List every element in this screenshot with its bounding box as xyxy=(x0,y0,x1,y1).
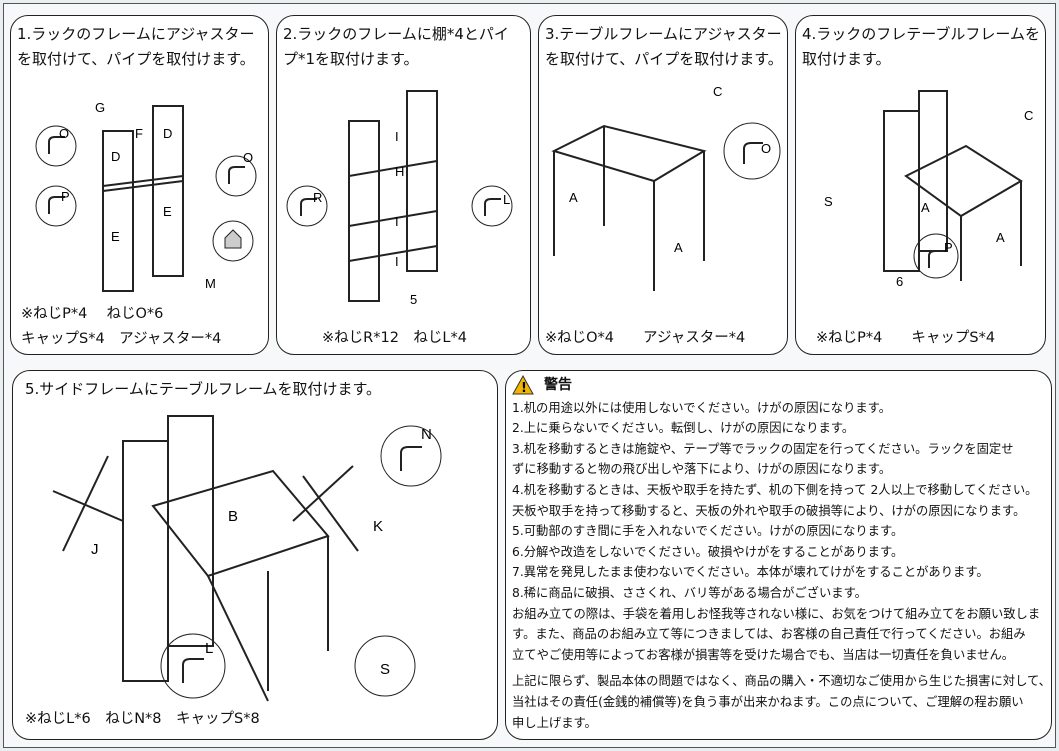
rack-shelves-diagram: I H I I R L 5 xyxy=(286,90,513,307)
warning-item: ずに移動すると物の飛び出しや落下により、けがの原因になります。 xyxy=(512,462,892,477)
rack-table-diagram: C S A A P 6 xyxy=(824,90,1033,289)
label-p: P xyxy=(944,240,953,255)
label-g: G xyxy=(95,100,105,115)
warning-item: 6.分解や改造をしないでください。破損やけがをすることがあります。 xyxy=(512,544,904,559)
warning-item: お組み立ての際は、手袋を着用しお怪我等されない様に、お気をつけて組み立てをお願い… xyxy=(512,606,1041,621)
label-i: I xyxy=(395,129,399,144)
label-o: O xyxy=(59,126,69,141)
label-c: C xyxy=(1024,108,1033,123)
step-2-title: 2.ラックのフレームに棚*4とパイプ*1を取付けます。 xyxy=(283,25,509,68)
parts-line: ※ねじR*12 ねじL*4 xyxy=(322,330,467,346)
label-e: E xyxy=(163,204,172,219)
label-d: D xyxy=(111,149,120,164)
rack-frame-diagram: G F D D E E O P O M xyxy=(35,100,257,292)
step-5-parts: ※ねじL*6 ねじN*8 キャップS*8 xyxy=(25,707,260,732)
label-i: I xyxy=(395,214,399,229)
label-o: O xyxy=(761,141,771,156)
label-a: A xyxy=(674,240,683,255)
warning-item: 8.稀に商品に破損、ささくれ、バリ等がある場合がございます。 xyxy=(512,585,867,600)
warning-triangle-icon: ! xyxy=(512,375,534,395)
warning-item: 5.可動部のすき間に手を入れないでください。けがの原因になります。 xyxy=(512,524,904,539)
warning-item: 1.机の用途以外には使用しないでください。けがの原因になります。 xyxy=(512,400,892,415)
parts-line: ※ねじP*4 ねじO*6 xyxy=(21,306,164,322)
label-6: 6 xyxy=(896,274,903,289)
step-4-panel: 4.ラックのフレテーブルフレームを取付けます。 C S A A P 6 ※ねじP… xyxy=(795,15,1046,355)
label-i: I xyxy=(395,254,399,269)
label-n: N xyxy=(421,426,432,443)
warning-heading: ! 警告 xyxy=(512,375,1045,396)
label-m: M xyxy=(205,276,216,291)
label-l: L xyxy=(205,640,213,657)
step-1-parts: ※ねじP*4 ねじO*6 キャップS*4 アジャスター*4 xyxy=(21,302,221,352)
label-a: A xyxy=(569,190,578,205)
warning-item: 3.机を移動するときは施錠や、テープ等でラックの固定を行ってください。ラックを固… xyxy=(512,441,1014,456)
disclaimer-line: 上記に限らず、製品本体の問題ではなく、商品の購入・不適切なご使用から生じた損害に… xyxy=(512,674,1051,689)
label-f: F xyxy=(135,126,143,141)
warning-panel: ! 警告 1.机の用途以外には使用しないでください。けがの原因になります。 2.… xyxy=(505,370,1052,740)
table-frame-diagram: C O A A xyxy=(551,84,781,291)
parts-line: キャップS*4 アジャスター*4 xyxy=(21,331,222,347)
full-assembly-diagram: B N K J L S xyxy=(52,415,442,702)
step-1-title: 1.ラックのフレームにアジャスターを取付けて、パイプを取付けます。 xyxy=(17,25,255,68)
step-4-title: 4.ラックのフレテーブルフレームを取付けます。 xyxy=(802,25,1040,68)
step-3-parts: ※ねじO*4 アジャスター*4 xyxy=(545,326,745,351)
warning-item: 4.机を移動するときは、天板や取手を持たず、机の下側を持って 2人以上で移動して… xyxy=(512,482,1038,497)
step-4-parts: ※ねじP*4 キャップS*4 xyxy=(816,326,995,351)
parts-line: ※ねじL*6 ねじN*8 キャップS*8 xyxy=(25,711,260,727)
step-2-parts: ※ねじR*12 ねじL*4 xyxy=(322,326,467,351)
disclaimer-line: 申し上げます。 xyxy=(512,715,597,730)
label-a: A xyxy=(996,230,1005,245)
parts-line: ※ねじO*4 アジャスター*4 xyxy=(545,330,746,346)
label-r: R xyxy=(313,190,322,205)
label-o: O xyxy=(243,150,253,165)
label-b: B xyxy=(228,508,238,525)
step-1-panel: 1.ラックのフレームにアジャスターを取付けて、パイプを取付けます。 G F D … xyxy=(10,15,269,355)
step-3-title: 3.テーブルフレームにアジャスターを取付けて、パイプを取付けます。 xyxy=(545,25,783,68)
disclaimer-line: 当社はその責任(金銭的補償等)を負う事が出来かねます。この点について、ご理解の程… xyxy=(512,694,1024,709)
label-h: H xyxy=(395,164,404,179)
svg-text:!: ! xyxy=(521,381,527,395)
step-5-panel: 5.サイドフレームにテーブルフレームを取付けます。 B N K J L S ※ね… xyxy=(12,370,498,740)
warning-item: 7.異常を発見したまま使わないでください。本体が壊れてけがをすることがあります。 xyxy=(512,565,989,580)
label-5: 5 xyxy=(410,292,417,307)
label-p: P xyxy=(61,189,70,204)
step-3-panel: 3.テーブルフレームにアジャスターを取付けて、パイプを取付けます。 C O A … xyxy=(538,15,788,355)
warning-title: 警告 xyxy=(544,377,572,393)
label-c: C xyxy=(713,84,722,99)
label-s: S xyxy=(380,661,390,678)
warning-item: す。また、商品のお組み立て等につきましては、お客様の自己責任で行ってください。お… xyxy=(512,627,1026,642)
label-l: L xyxy=(503,192,510,207)
parts-line: ※ねじP*4 キャップS*4 xyxy=(816,330,996,346)
label-j: J xyxy=(91,541,99,558)
step-2-panel: 2.ラックのフレームに棚*4とパイプ*1を取付けます。 I H I I R L … xyxy=(276,15,531,355)
warning-item: 天板や取手を持って移動すると、天板の外れや取手の破損等により、けがの原因になりま… xyxy=(512,503,1026,518)
warning-item: 立てやご使用等によってお客様が損害等を受けた場合でも、当店は一切責任を負いません… xyxy=(512,647,1015,662)
warning-item: 2.上に乗らないでください。転倒し、けがの原因になります。 xyxy=(512,421,855,436)
label-d: D xyxy=(163,126,172,141)
label-a: A xyxy=(921,200,930,215)
step-5-title: 5.サイドフレームにテーブルフレームを取付けます。 xyxy=(25,380,382,398)
label-e: E xyxy=(111,229,120,244)
label-k: K xyxy=(373,518,383,535)
label-s: S xyxy=(824,194,833,209)
